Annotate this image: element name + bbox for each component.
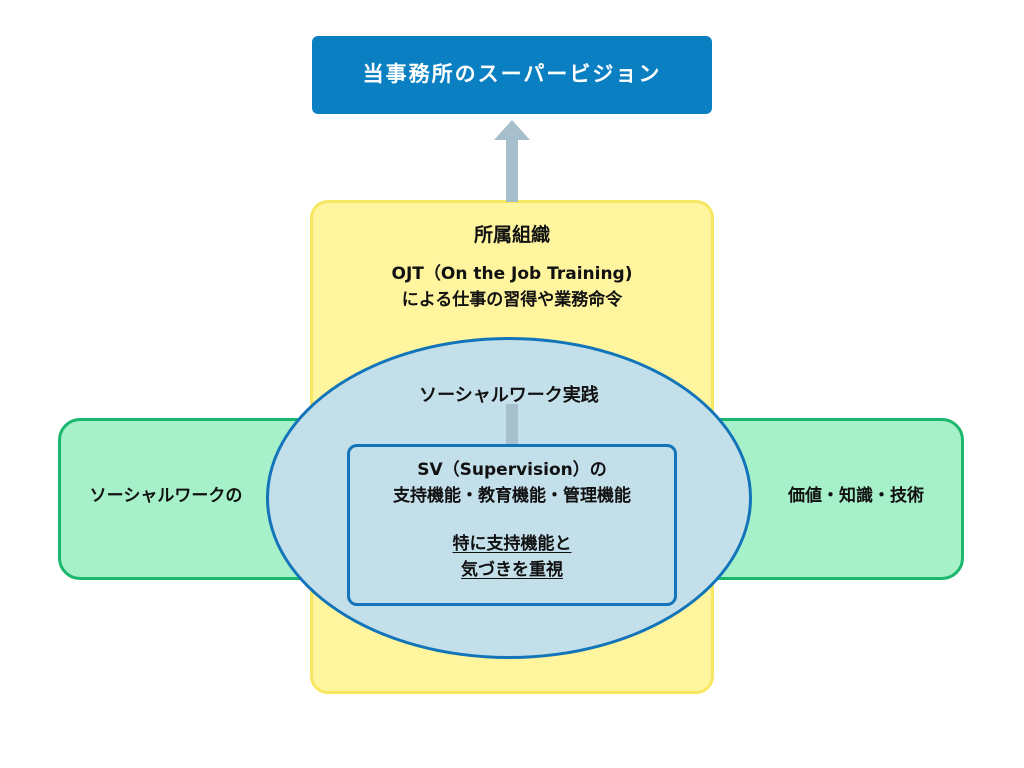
ojt-line-1: OJT（On the Job Training) <box>391 264 633 284</box>
arrow-head <box>494 120 530 140</box>
band-left-label: ソーシャルワークの <box>89 486 243 506</box>
supervision-label: 当事務所のスーパービジョン <box>362 62 662 86</box>
practice-connector <box>506 404 518 446</box>
sv-emphasis-line-2: 気づきを重視 <box>461 560 563 580</box>
sv-line-1: SV（Supervision）の <box>417 460 607 480</box>
practice-title: ソーシャルワーク実践 <box>419 385 599 406</box>
sv-line-2: 支持機能・教育機能・管理機能 <box>393 486 631 506</box>
sv-emphasis-line-1: 特に支持機能と <box>452 534 572 554</box>
sv-box: SV（Supervision）の 支持機能・教育機能・管理機能 特に支持機能と … <box>347 444 677 606</box>
ojt-line-2: による仕事の習得や業務命令 <box>401 290 623 310</box>
arrow-shaft <box>506 140 518 202</box>
organization-title: 所属組織 <box>473 224 550 246</box>
supervision-box: 当事務所のスーパービジョン <box>312 36 712 114</box>
band-right-label: 価値・知識・技術 <box>788 486 924 506</box>
